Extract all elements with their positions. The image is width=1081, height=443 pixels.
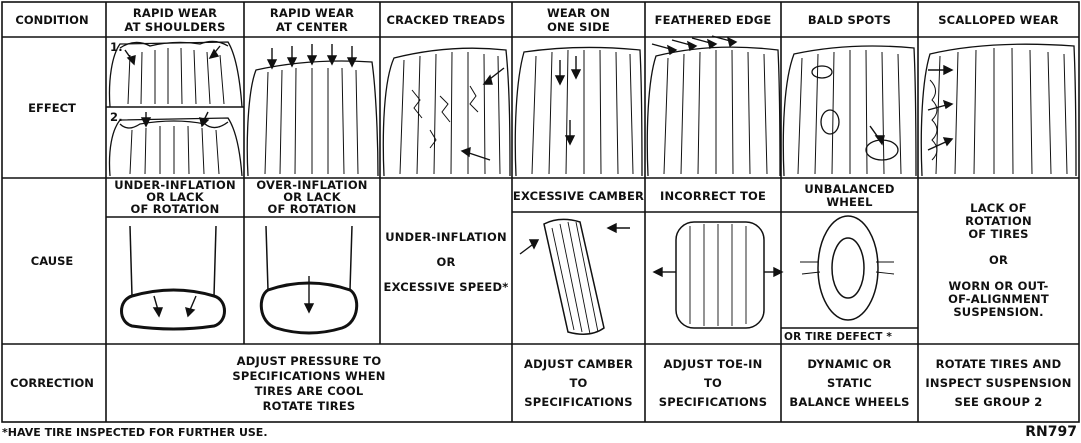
cause-unbalanced-wheel: UNBALANCED WHEEL [804, 181, 895, 209]
camber-tire [543, 218, 605, 335]
under-inflation-section [120, 288, 226, 331]
tire-wear-table [1, 1, 1080, 423]
effect-illustrations [108, 40, 1077, 177]
table-border [1, 1, 1080, 423]
correction-adjust-toe: ADJUST TOE-IN TO SPECIFICATIONS [658, 357, 768, 409]
tire-bald-spots [782, 45, 917, 177]
figure-code: RN797 [1025, 424, 1077, 440]
cause-under-inflation: UNDER-INFLATION OR LACK OF ROTATION [114, 178, 236, 216]
over-inflation-section [259, 281, 359, 335]
cause-excessive-camber: EXCESSIVE CAMBER [512, 188, 645, 203]
cause-illustrations [120, 215, 895, 335]
row-label-correction: CORRECTION [10, 376, 94, 390]
header-condition: CONDITION [15, 13, 89, 27]
header-wear-one-side: WEAR ON ONE SIDE [546, 6, 611, 34]
header-feathered-edge: FEATHERED EDGE [654, 13, 772, 27]
header-rapid-wear-center: RAPID WEAR AT CENTER [269, 6, 355, 34]
tire-feathered-edge [646, 46, 781, 177]
effect-arrows [124, 35, 954, 161]
effect-mark-2: 2. [110, 110, 123, 124]
header-rapid-wear-shoulders: RAPID WEAR AT SHOULDERS [124, 6, 226, 34]
tire-shoulder-2 [108, 117, 243, 177]
cause-underinflation-speed-c: EXCESSIVE SPEED* [383, 280, 509, 294]
cause-underinflation-speed-a: UNDER-INFLATION [385, 230, 507, 244]
correction-balance-wheels: DYNAMIC OR STATIC BALANCE WHEELS [789, 357, 910, 409]
unbalanced-tire [817, 215, 879, 321]
header-cracked-treads: CRACKED TREADS [386, 13, 506, 27]
correction-adjust-camber: ADJUST CAMBER TO SPECIFICATIONS [523, 357, 634, 409]
header-scalloped-wear: SCALLOPED WEAR [938, 13, 1059, 27]
cause-over-inflation: OVER-INFLATION OR LACK OF ROTATION [256, 178, 368, 216]
correction-rotate-inspect: ROTATE TIRES AND INSPECT SUSPENSION SEE … [925, 357, 1072, 409]
tire-cracked-treads [382, 47, 511, 177]
footer-note: *HAVE TIRE INSPECTED FOR FURTHER USE. [2, 426, 268, 439]
toe-tire [675, 221, 765, 329]
row-label-cause: CAUSE [30, 254, 74, 268]
cause-incorrect-toe: INCORRECT TOE [659, 188, 767, 203]
cause-lack-of-rotation: LACK OF ROTATION OF TIRES OR WORN OR OUT… [948, 200, 1049, 319]
row-label-effect: EFFECT [28, 101, 76, 115]
cause-arrows [152, 222, 784, 318]
cause-tire-defect: OR TIRE DEFECT * [784, 331, 893, 343]
tire-one-side-wear [514, 46, 643, 177]
effect-mark-1: 1. [110, 40, 123, 54]
correction-adjust-pressure: ADJUST PRESSURE TO SPECIFICATIONS WHEN T… [232, 353, 386, 413]
cause-underinflation-speed-b: OR [436, 255, 456, 269]
tire-scalloped-wear [920, 43, 1077, 177]
header-bald-spots: BALD SPOTS [807, 13, 892, 27]
